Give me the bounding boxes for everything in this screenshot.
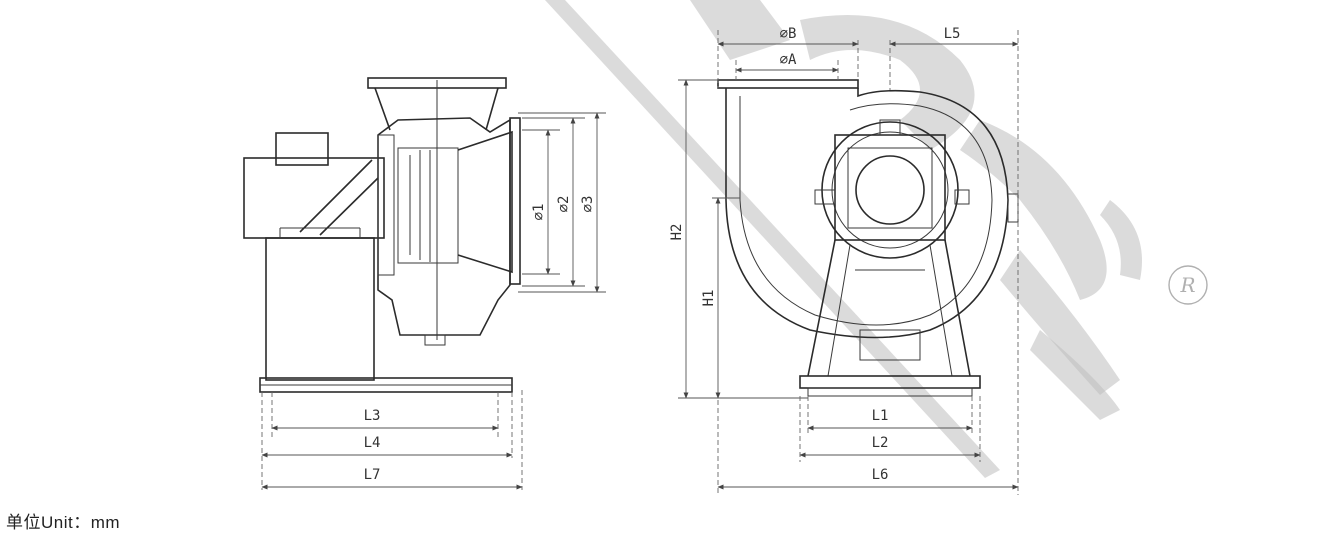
dim-d1: ∅1 xyxy=(531,204,547,221)
dim-h2: H2 xyxy=(669,224,685,241)
dim-d2: ∅2 xyxy=(556,196,572,213)
motor-stand xyxy=(265,237,375,381)
front-base xyxy=(799,375,981,389)
dim-da: ∅A xyxy=(780,52,797,68)
dim-l7: L7 xyxy=(364,467,381,483)
dim-l6: L6 xyxy=(872,467,889,483)
dim-l4: L4 xyxy=(364,435,381,451)
terminal-box xyxy=(275,132,329,166)
dim-h1: H1 xyxy=(701,290,717,307)
dim-l1: L1 xyxy=(872,408,889,424)
front-outlet-flange xyxy=(717,79,859,89)
brand-watermark xyxy=(545,0,1142,478)
svg-text:R: R xyxy=(1179,273,1195,297)
dim-l2: L2 xyxy=(872,435,889,451)
dim-db: ∅B xyxy=(780,26,797,42)
scroll-housing xyxy=(725,88,1009,339)
side-view: ∅1 ∅2 ∅3 L3 L4 L7 xyxy=(243,77,606,490)
dim-l5: L5 xyxy=(944,26,961,42)
front-view: ∅B ∅A L5 H2 H1 L1 L2 L6 xyxy=(669,26,1019,495)
dim-l3: L3 xyxy=(364,408,381,424)
unit-note: 单位Unit：mm xyxy=(6,513,121,532)
registered-mark: R xyxy=(1168,265,1208,305)
dim-d3: ∅3 xyxy=(580,196,596,213)
